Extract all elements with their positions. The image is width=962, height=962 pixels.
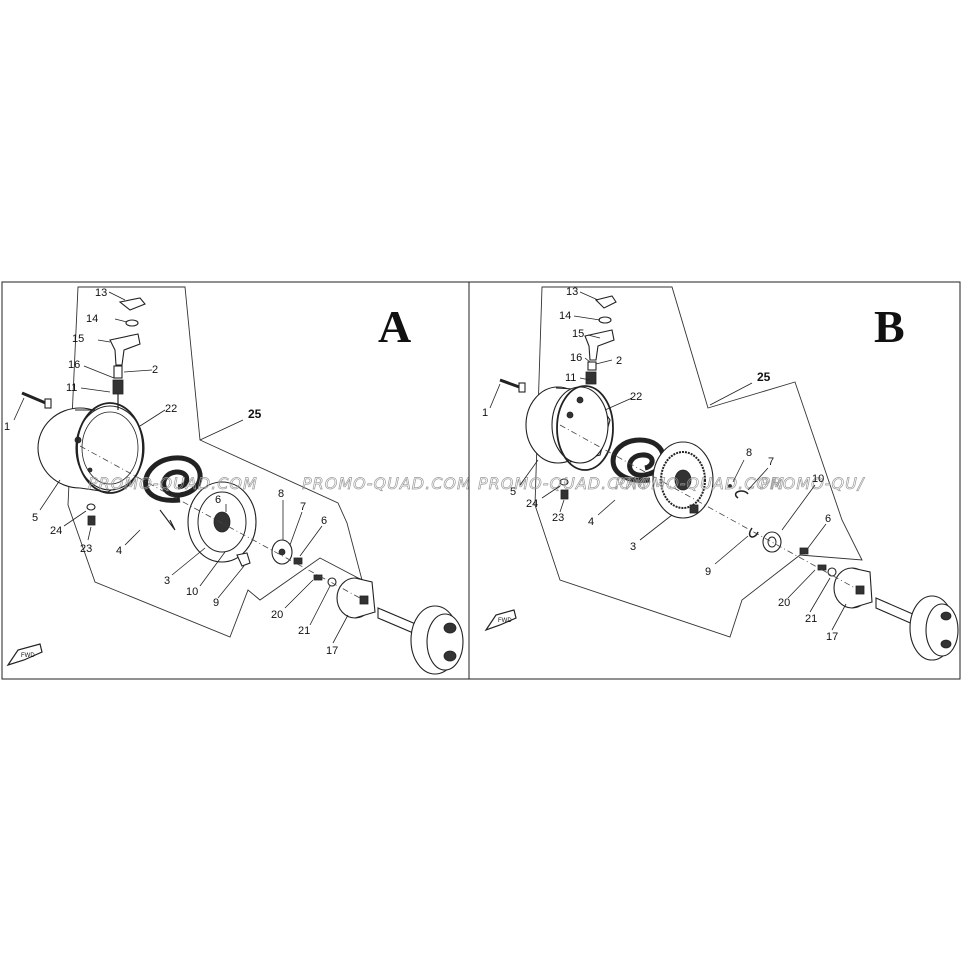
part-label: 23 — [80, 543, 92, 555]
bolt-part-1 — [21, 391, 52, 409]
part-label: 1 — [482, 407, 488, 419]
part-label: 22 — [630, 391, 642, 403]
part-label: 25 — [757, 370, 771, 384]
part-label: 10 — [812, 473, 824, 485]
panel-b-border — [468, 281, 961, 680]
part-label: 5 — [510, 486, 516, 498]
crankshaft-flywheel — [875, 595, 959, 661]
part-label: 7 — [300, 501, 306, 513]
panel-a-leaders — [13, 291, 349, 644]
part-label: 3 — [164, 575, 170, 587]
part-label: 4 — [116, 545, 122, 557]
part-label: 6 — [321, 515, 327, 527]
washer-part-20 — [313, 574, 323, 581]
washer-part-21 — [827, 567, 837, 577]
part-label: 14 — [86, 313, 98, 325]
pulley-part-17 — [833, 567, 873, 609]
starter-case-part-5 — [37, 405, 145, 493]
panel-b-leaders — [489, 291, 847, 631]
panel-b-letter: B — [874, 301, 905, 352]
watermark-text: PROMO-QUAD.COM — [615, 474, 785, 493]
spring-part-4 — [143, 455, 203, 531]
part-label: 20 — [778, 597, 790, 609]
part-label: 6 — [215, 494, 221, 506]
panel-b-outline — [534, 286, 863, 638]
part-label: 4 — [588, 516, 594, 528]
watermark-text: PROMO-QUAD.COM — [478, 474, 648, 493]
handle-assembly — [584, 295, 617, 385]
part-label: 25 — [248, 407, 262, 421]
starter-case-part-5 — [525, 386, 611, 464]
svg-text:FWD: FWD — [21, 653, 35, 659]
bolt-part-6 — [799, 547, 809, 555]
gasket-part-22 — [76, 402, 144, 494]
part-label: 14 — [559, 310, 571, 322]
part-label: 13 — [95, 287, 107, 299]
svg-text:FWD: FWD — [498, 618, 512, 624]
part-label: 21 — [298, 625, 310, 637]
part-label: 10 — [186, 586, 198, 598]
reel-part-3 — [652, 441, 714, 519]
clip-part-7 — [734, 490, 749, 499]
washer-part-20 — [817, 564, 827, 571]
bolt-part-23 — [86, 503, 96, 526]
gasket-part-22 — [556, 385, 614, 471]
watermark-text: PROMO-QU/ — [760, 474, 865, 493]
part-label: 21 — [805, 613, 817, 625]
part-label: 2 — [616, 355, 622, 367]
part-label: 11 — [66, 382, 77, 394]
part-label: 17 — [826, 631, 838, 643]
part-label: 16 — [68, 359, 80, 371]
washer-part-10 — [762, 531, 782, 553]
reel-part-3 — [187, 481, 257, 563]
bolt-part-1 — [499, 378, 526, 393]
part-label: 16 — [570, 352, 582, 364]
part-label: 23 — [552, 512, 564, 524]
part-label: 3 — [630, 541, 636, 553]
panel-a-letter: A — [378, 301, 411, 352]
part-label: 22 — [165, 403, 177, 415]
panel-a: A — [1, 281, 472, 680]
pin-part-8 — [728, 484, 732, 488]
part-label: 1 — [4, 421, 10, 433]
part-label: 9 — [705, 566, 711, 578]
fwd-arrow-icon: FWD — [6, 643, 43, 667]
washer-part-21 — [327, 577, 337, 587]
part-label: 13 — [566, 286, 578, 298]
crankshaft-flywheel — [377, 605, 464, 675]
watermark-text: PROMO-QUAD.COM — [88, 474, 258, 493]
part-label: 24 — [50, 525, 62, 537]
bolt-part-23 — [559, 478, 569, 500]
part-label: 11 — [565, 372, 576, 384]
part-label: 8 — [746, 447, 752, 459]
panel-a-center-axis — [79, 445, 361, 599]
part-label: 5 — [32, 512, 38, 524]
pawl-part-9 — [236, 552, 251, 567]
fwd-arrow-icon: FWD — [484, 609, 517, 632]
part-label: 24 — [526, 498, 538, 510]
panel-b-center-axis — [559, 424, 856, 589]
part-label: 20 — [271, 609, 283, 621]
panel-b: B — [468, 281, 961, 680]
part-label: 15 — [72, 333, 84, 345]
pulley-part-17 — [336, 577, 376, 619]
part-label: 17 — [326, 645, 338, 657]
part-label: 9 — [213, 597, 219, 609]
bolt-part-6 — [293, 557, 303, 565]
part-label: 8 — [278, 488, 284, 500]
part-label: 2 — [152, 364, 158, 376]
handle-assembly — [109, 297, 146, 410]
part-label: 7 — [768, 456, 774, 468]
watermark-text: PROMO-QUAD.COM — [302, 474, 472, 493]
part-label: 15 — [572, 328, 584, 340]
part-label: 6 — [825, 513, 831, 525]
